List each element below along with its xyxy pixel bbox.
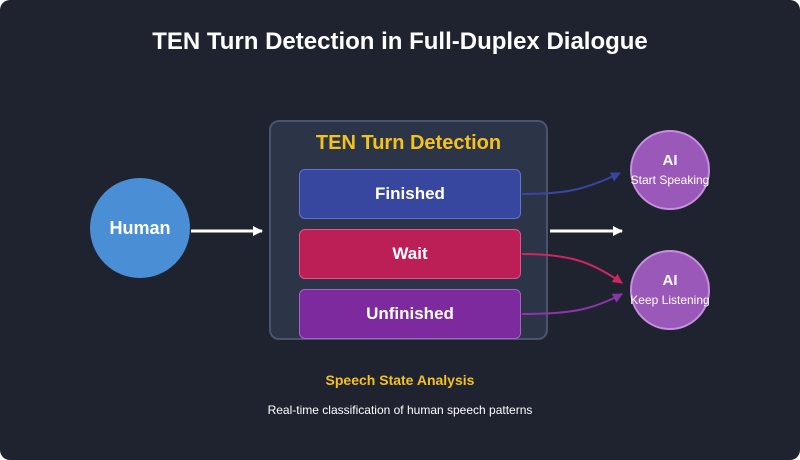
ai-start-label: AI (662, 152, 678, 169)
footer-description: Real-time classification of human speech… (267, 403, 533, 417)
arrow-unfinished-to-keep-listening (521, 293, 623, 315)
state-finished: Finished (299, 169, 521, 219)
arrow-finished-to-start-speaking (521, 172, 621, 195)
ai-keep-label: AI (662, 272, 678, 289)
ai-start-speaking-node: AI Start Speaking (630, 130, 710, 210)
state-wait: Wait (299, 229, 521, 279)
ai-start-sublabel: Start Speaking (630, 173, 710, 187)
human-label: Human (109, 217, 171, 238)
turn-detection-title: TEN Turn Detection (315, 132, 502, 154)
ai-keep-listening-node: AI Keep Listening (630, 250, 710, 330)
state-wait-label: Wait (392, 244, 428, 263)
footer-caption: Speech State Analysis (325, 372, 475, 388)
state-unfinished: Unfinished (299, 289, 521, 339)
arrow-wait-to-keep-listening (521, 253, 623, 284)
state-unfinished-label: Unfinished (366, 304, 454, 323)
ai-keep-sublabel: Keep Listening (630, 293, 710, 307)
diagram-title: TEN Turn Detection in Full-Duplex Dialog… (152, 28, 648, 55)
human-node: Human (90, 178, 190, 278)
state-finished-label: Finished (375, 184, 445, 203)
